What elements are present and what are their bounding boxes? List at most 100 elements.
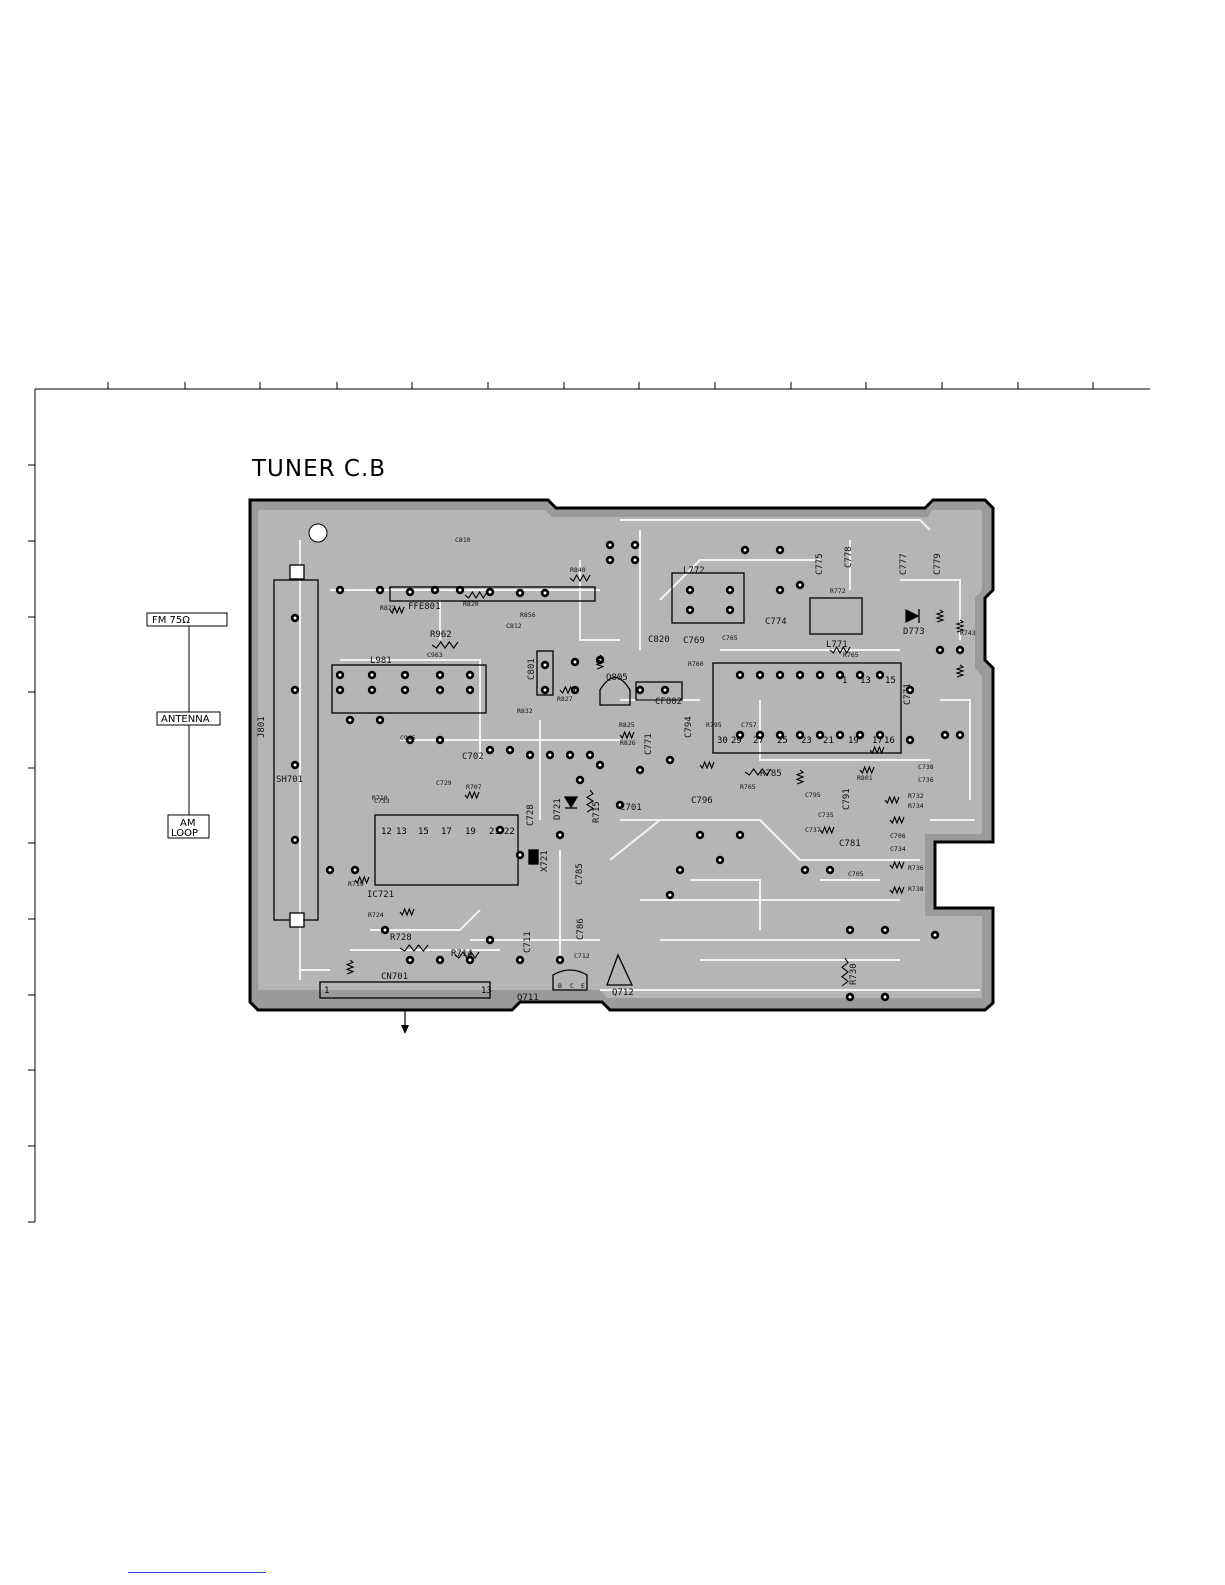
pad-hole [608, 543, 612, 547]
cn701-pin-number: 1 [324, 986, 329, 996]
component-label: L981 [370, 656, 392, 666]
pad-hole [958, 648, 962, 652]
component-label: C729 [436, 779, 452, 787]
l771-outline [809, 597, 863, 635]
resistor-icon [399, 944, 429, 952]
component-label: C778 [844, 546, 854, 568]
component-label: X721 [540, 850, 550, 872]
resistor-icon [431, 641, 459, 649]
trace [609, 819, 700, 861]
trace [620, 519, 931, 531]
component-label: Q711 [517, 993, 539, 1003]
pad-hole [338, 588, 342, 592]
component-label: R715 [592, 801, 602, 823]
pad-hole [943, 733, 947, 737]
component-label: R736 [908, 864, 924, 872]
component-label: L772 [683, 566, 705, 576]
pad-hole [468, 958, 472, 962]
pad-hole [293, 688, 297, 692]
trace [370, 909, 481, 931]
trace [759, 700, 930, 761]
resistor-icon [955, 664, 965, 678]
component-label: R826 [620, 739, 636, 747]
component-label: C701 [620, 803, 642, 813]
component-label: C794 [684, 716, 694, 738]
component-label: Q712 [612, 988, 634, 998]
resistor-icon [559, 685, 577, 695]
pad-hole [433, 588, 437, 592]
component-label: C796 [691, 796, 713, 806]
component-label: FFE801 [408, 602, 441, 612]
component-label: C781 [839, 839, 861, 849]
component-label: R840 [570, 566, 586, 574]
pad-hole [468, 673, 472, 677]
resistor-icon [389, 605, 405, 615]
pad-hole [403, 673, 407, 677]
ic721-pin-number: 19 [465, 827, 476, 837]
pad-hole [838, 673, 842, 677]
page-title: TUNER C.B [251, 456, 386, 482]
resistor-icon [354, 875, 370, 885]
pad-hole [458, 588, 462, 592]
ic-pin-number: 29 [731, 736, 742, 746]
component-label: R856 [520, 611, 536, 619]
component-label: R772 [830, 587, 846, 595]
am-loop-label-box [167, 814, 210, 839]
pad-hole [383, 928, 387, 932]
big-ic-outline [712, 662, 902, 754]
j801-mark-bottom [289, 912, 305, 928]
resistor-icon [744, 768, 772, 776]
ic-pin-number: 21 [823, 736, 834, 746]
component-label: D773 [903, 627, 925, 637]
resistor-icon [819, 825, 835, 835]
fm-label-box [146, 612, 228, 627]
resistor-icon [889, 860, 905, 870]
pad-hole [738, 733, 742, 737]
trace [659, 559, 820, 601]
pad-hole [578, 778, 582, 782]
component-label: C711 [523, 931, 533, 953]
l772-outline [671, 572, 745, 624]
resistor-icon [841, 957, 849, 987]
component-label: D721 [553, 798, 563, 820]
resistor-icon [399, 907, 415, 917]
component-label: R714 [451, 949, 473, 959]
component-label: R801 [857, 774, 873, 782]
pad-hole [668, 758, 672, 762]
ic-pin-number: 25 [777, 736, 788, 746]
component-label: C705 [848, 870, 864, 878]
ic-pin-number: 13 [860, 676, 871, 686]
resistor-icon [464, 790, 480, 800]
pad-hole [543, 591, 547, 595]
pad-hole [618, 803, 622, 807]
component-label: L771 [826, 640, 848, 650]
component-label: C779 [933, 553, 943, 575]
c801-outline [536, 650, 554, 696]
component-label: C810 [455, 536, 471, 544]
ic721-pin-number: 17 [441, 827, 452, 837]
loop-label: LOOP [171, 828, 198, 839]
pad-hole [543, 663, 547, 667]
ic-pin-number: 17 [872, 736, 883, 746]
pad-hole [848, 995, 852, 999]
ic-pin-number: 30 [717, 736, 728, 746]
pad-hole [778, 588, 782, 592]
resistor-icon [585, 789, 595, 813]
pad-hole [778, 733, 782, 737]
component-label: C820 [648, 635, 670, 645]
component-label: R832 [517, 707, 533, 715]
pad-hole [488, 938, 492, 942]
component-label: C737 [805, 826, 821, 834]
pad-hole [688, 608, 692, 612]
pad-hole [378, 718, 382, 722]
component-label: CN701 [381, 972, 408, 982]
q711-pin-letter: B [558, 982, 562, 990]
ic-pin-number: 15 [885, 676, 896, 686]
component-label: R820 [463, 600, 479, 608]
pad-hole [633, 543, 637, 547]
fm-antenna-label: FM 75Ω [152, 615, 190, 626]
pad-hole [338, 673, 342, 677]
